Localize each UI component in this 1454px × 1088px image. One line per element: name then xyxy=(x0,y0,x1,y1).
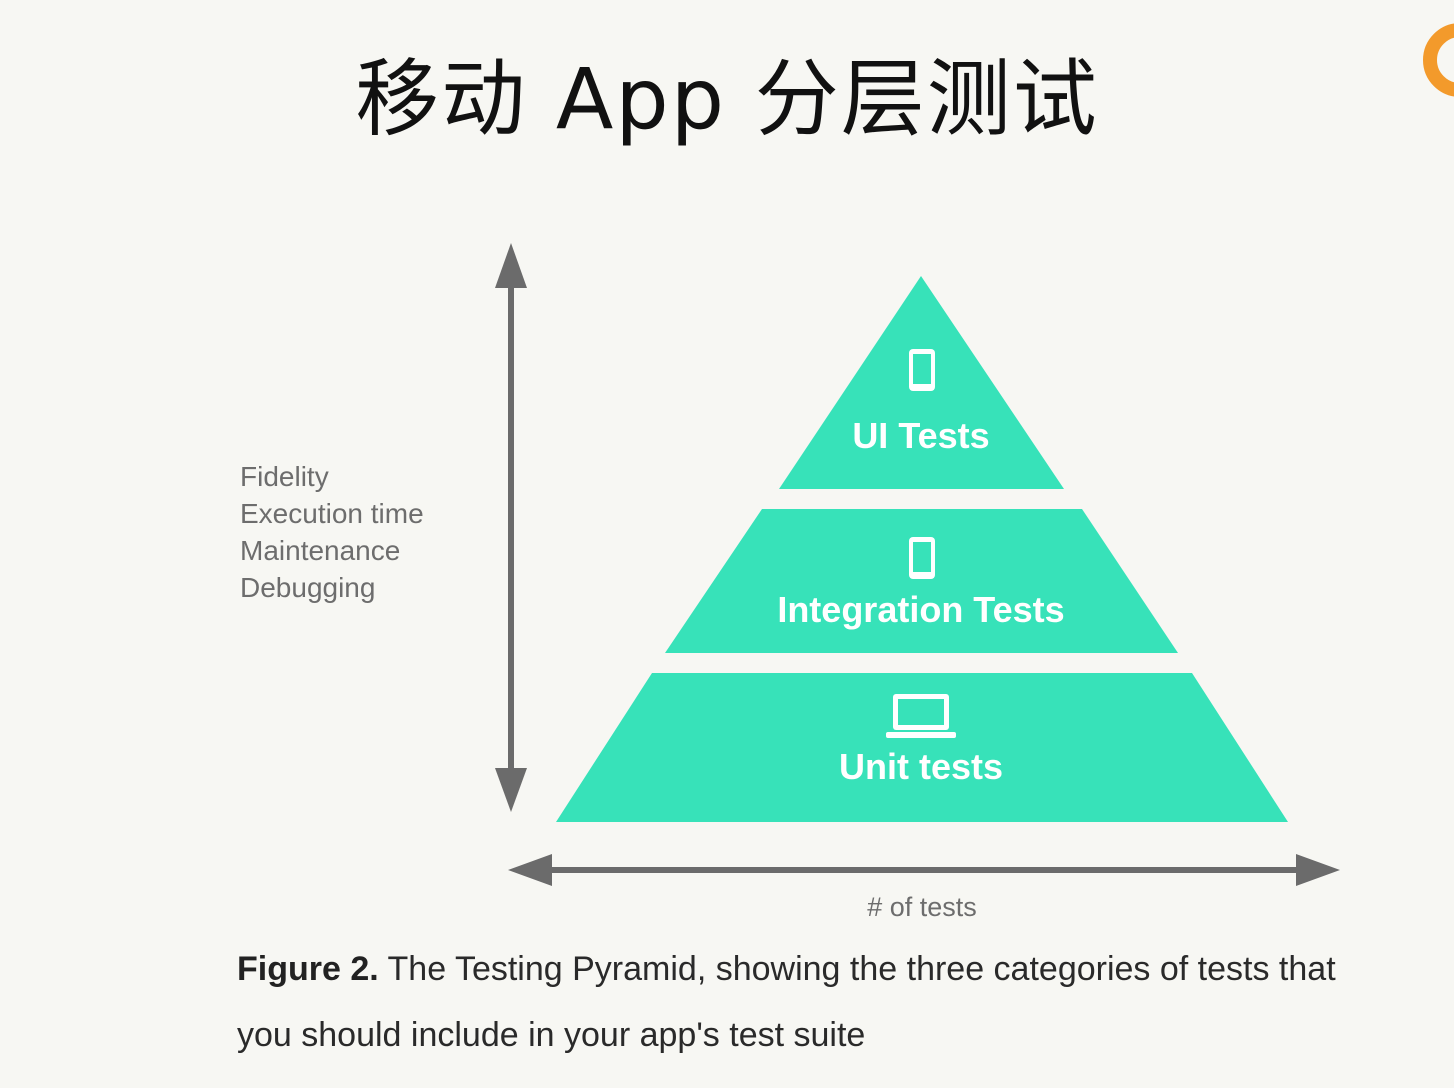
vertical-double-arrow xyxy=(495,243,527,812)
tier-shape xyxy=(556,673,1288,822)
caption-text: The Testing Pyramid, showing the three c… xyxy=(237,950,1336,1054)
pyramid-tier-ui: UI Tests xyxy=(779,276,1064,489)
slide-title: 移动 App 分层测试 xyxy=(355,50,1099,148)
figure-caption: Figure 2. The Testing Pyramid, showing t… xyxy=(237,936,1347,1068)
tier-shape xyxy=(665,509,1178,653)
logo-mark xyxy=(1423,23,1454,97)
pyramid-tier-unit: Unit tests xyxy=(556,673,1288,822)
x-axis-label: # of tests xyxy=(867,892,977,922)
laptop-icon xyxy=(886,694,956,738)
tier-label-unit: Unit tests xyxy=(839,746,1003,787)
tier-label-integration: Integration Tests xyxy=(777,589,1064,630)
attribute-execution-time: Execution time xyxy=(240,498,424,529)
pyramid-tier-integration: Integration Tests xyxy=(665,509,1178,653)
phone-icon xyxy=(909,537,935,579)
attribute-fidelity: Fidelity xyxy=(240,461,329,492)
attribute-debugging: Debugging xyxy=(240,572,376,603)
tier-label-ui: UI Tests xyxy=(852,415,989,456)
figure-label: Figure 2. xyxy=(237,950,379,988)
y-axis-attributes: Fidelity Execution time Maintenance Debu… xyxy=(240,458,424,606)
attribute-maintenance: Maintenance xyxy=(240,535,401,566)
horizontal-double-arrow xyxy=(508,854,1340,886)
phone-icon xyxy=(909,349,935,391)
